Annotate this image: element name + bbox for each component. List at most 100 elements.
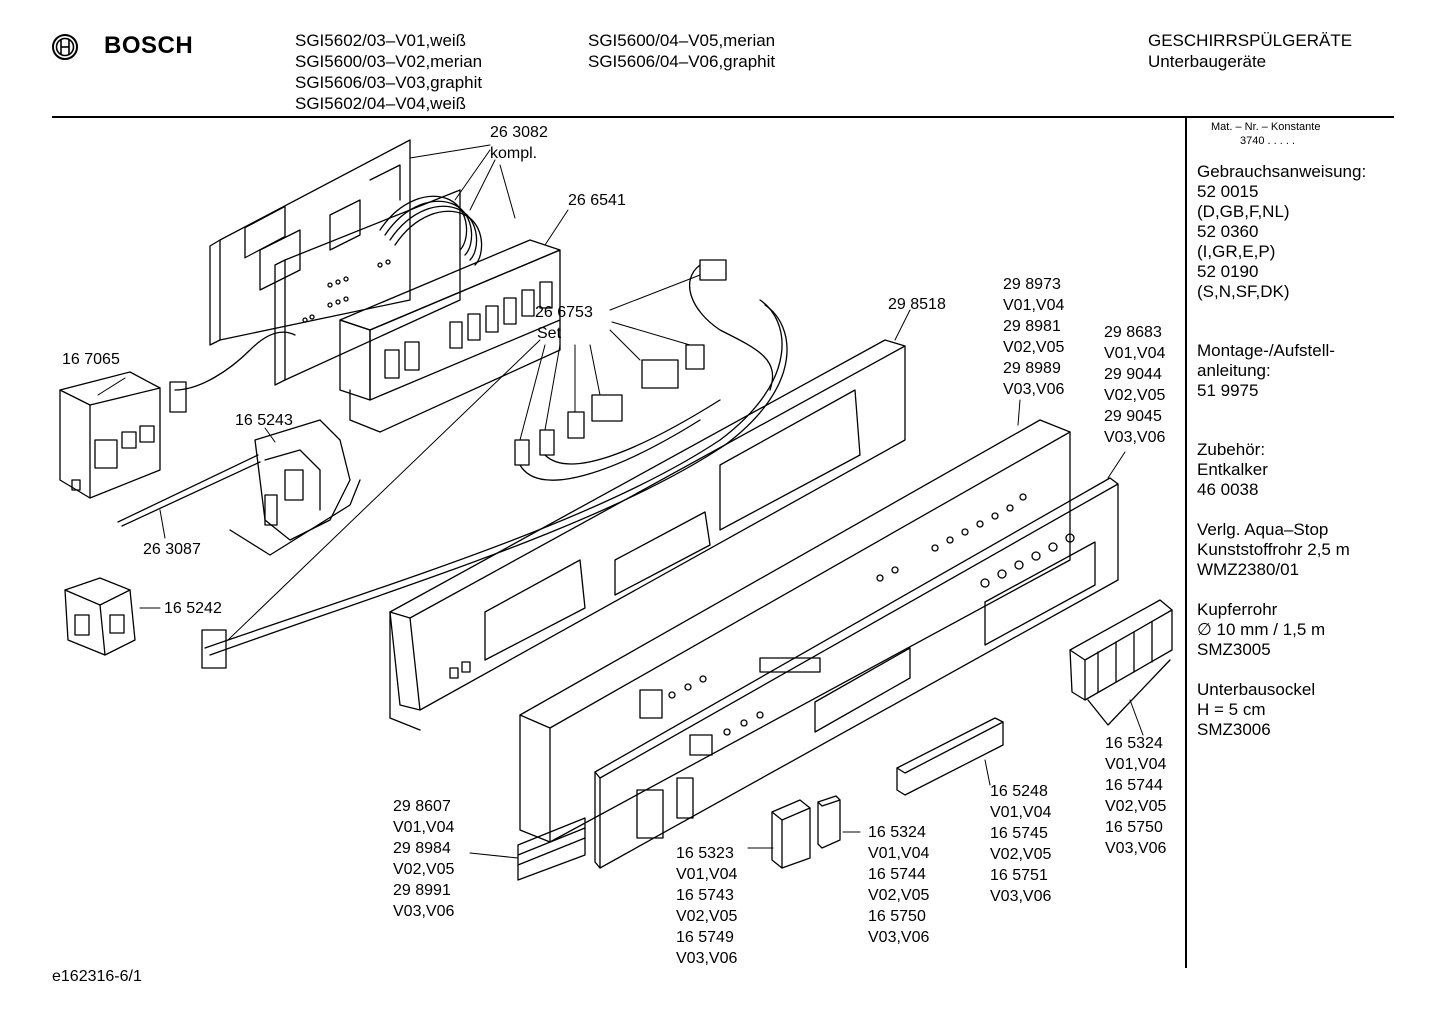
part-variant: V01,V04 — [990, 804, 1052, 821]
sidebar-block-accessories: Zubehör: Entkalker 46 0038 — [1197, 440, 1268, 500]
sidebar-line: WMZ2380/01 — [1197, 560, 1300, 579]
model-line: SGI5602/03–V01,weiß — [295, 31, 467, 50]
part-variant: V03,V06 — [393, 903, 455, 920]
part-number: 26 6753 — [535, 304, 593, 321]
push-buttons — [771, 795, 841, 869]
part-number: 16 5745 — [990, 825, 1048, 842]
sidebar-line: Gebrauchsanweisung: — [1197, 162, 1367, 181]
part-number: 16 5323 — [676, 845, 734, 862]
part-number: 29 8984 — [393, 840, 451, 857]
ribbon-cable — [379, 195, 483, 266]
part-variant: V03,V06 — [1105, 840, 1167, 857]
part-variant: V03,V06 — [868, 929, 930, 946]
flat-cable — [169, 331, 296, 413]
part-variant: V02,V05 — [1104, 387, 1166, 404]
trim-bar — [896, 717, 1004, 796]
part-variant: V01,V04 — [868, 845, 930, 862]
category-subtitle: Unterbaugeräte — [1148, 52, 1267, 71]
sidebar-block-installation: Montage-/Aufstell- anleitung: 51 9975 — [1197, 341, 1335, 401]
printed-circuit-board — [274, 189, 461, 386]
bosch-logo — [50, 32, 80, 67]
part-number: 16 5744 — [868, 866, 926, 883]
brand-name: BOSCH — [104, 32, 194, 59]
category: GESCHIRRSPÜLGERÄTE Unterbaugeräte — [1148, 30, 1352, 72]
part-number: 16 5324 — [1105, 735, 1163, 752]
part-label-165248: 16 5248 V01,V04 16 5745 V02,V05 16 5751 … — [990, 781, 1051, 907]
part-label-165323: 16 5323 V01,V04 16 5743 V02,V05 16 5749 … — [676, 843, 737, 969]
switch-block — [339, 239, 561, 433]
part-variant: V02,V05 — [393, 861, 455, 878]
part-variant: V02,V05 — [676, 908, 738, 925]
part-number: 16 5743 — [676, 887, 734, 904]
display-module — [59, 371, 161, 499]
part-label-165324-mid: 16 5324 V01,V04 16 5744 V02,V05 16 5750 … — [868, 822, 929, 948]
base-strip — [517, 817, 586, 881]
sidebar-line: H = 5 cm — [1197, 700, 1266, 719]
header-rule — [52, 116, 1394, 118]
part-number: 16 5324 — [868, 824, 926, 841]
part-number: 29 8991 — [393, 882, 451, 899]
part-number: 29 8683 — [1104, 324, 1162, 341]
main-switch — [64, 577, 136, 656]
matnr-label: Mat. – Nr. – Konstante — [1211, 121, 1321, 133]
part-number: 16 5750 — [868, 908, 926, 925]
sidebar-line: 52 0190 — [1197, 262, 1259, 281]
part-label-165243: 16 5243 — [235, 412, 293, 429]
part-number: 16 5749 — [676, 929, 734, 946]
sidebar-line: ∅ 10 mm / 1,5 m — [1197, 620, 1326, 639]
sidebar-line: 51 9975 — [1197, 381, 1259, 400]
pcb-carrier — [209, 139, 411, 346]
part-note: kompl. — [490, 145, 538, 162]
part-variant: V02,V05 — [868, 887, 930, 904]
part-variant: V01,V04 — [1003, 297, 1065, 314]
sidebar-line: 52 0015 — [1197, 182, 1259, 201]
part-variant: V03,V06 — [676, 950, 738, 967]
sidebar-line: 52 0360 — [1197, 222, 1259, 241]
part-number: 29 8973 — [1003, 276, 1061, 293]
sidebar-block-manual: Gebrauchsanweisung: 52 0015 (D,GB,F,NL) … — [1197, 162, 1366, 302]
part-number: 29 8981 — [1003, 318, 1061, 335]
sidebar-line: (I,GR,E,P) — [1197, 242, 1276, 261]
model-line: SGI5600/03–V02,merian — [295, 52, 483, 71]
wire-strip — [117, 454, 261, 527]
part-label-298683: 29 8683 V01,V04 29 9044 V02,V05 29 9045 … — [1104, 322, 1165, 448]
control-panel-frame — [389, 339, 906, 731]
part-variant: V02,V05 — [990, 846, 1052, 863]
sidebar-line: Zubehör: — [1197, 440, 1266, 459]
sidebar-block-base: Unterbausockel H = 5 cm SMZ3006 — [1197, 680, 1315, 740]
switch-housing — [229, 419, 361, 556]
part-variant: V01,V04 — [393, 819, 455, 836]
sidebar-line: anleitung: — [1197, 361, 1271, 380]
part-number: 26 3082 — [490, 124, 548, 141]
part-variant: V02,V05 — [1105, 798, 1167, 815]
model-line: SGI5600/04–V05,merian — [588, 31, 776, 50]
part-number: 16 5751 — [990, 867, 1048, 884]
part-note: Set — [537, 325, 562, 342]
sidebar-line: Unterbausockel — [1197, 680, 1316, 699]
part-label-266753: 26 6753 Set — [535, 302, 593, 344]
category-title: GESCHIRRSPÜLGERÄTE — [1148, 31, 1353, 50]
document-id: e162316-6/1 — [52, 968, 142, 985]
sidebar-line: Verlg. Aqua–Stop — [1197, 520, 1329, 539]
part-label-165242: 16 5242 — [164, 600, 222, 617]
part-number: 16 5248 — [990, 783, 1048, 800]
sidebar-line: Kupferrohr — [1197, 600, 1278, 619]
part-label-167065: 16 7065 — [62, 351, 120, 368]
part-number: 16 5744 — [1105, 777, 1163, 794]
part-label-263082: 26 3082 kompl. — [490, 122, 548, 164]
part-number: 29 9044 — [1104, 366, 1162, 383]
part-label-263087: 26 3087 — [143, 541, 201, 558]
sidebar-line: Montage-/Aufstell- — [1197, 341, 1335, 360]
sidebar-line: Kunststoffrohr 2,5 m — [1197, 540, 1350, 559]
wire-harness — [201, 259, 788, 669]
exploded-parts-diagram — [59, 139, 1173, 881]
front-fascia-panel — [594, 477, 1119, 869]
part-number: 29 8989 — [1003, 360, 1061, 377]
sidebar-line: Entkalker — [1197, 460, 1268, 479]
model-line: SGI5606/03–V03,graphit — [295, 73, 483, 92]
models-right: SGI5600/04–V05,merian SGI5606/04–V06,gra… — [588, 30, 775, 72]
part-variant: V02,V05 — [1003, 339, 1065, 356]
sidebar-divider — [1185, 118, 1187, 968]
inner-panel — [519, 419, 1071, 843]
part-variant: V01,V04 — [1104, 345, 1166, 362]
